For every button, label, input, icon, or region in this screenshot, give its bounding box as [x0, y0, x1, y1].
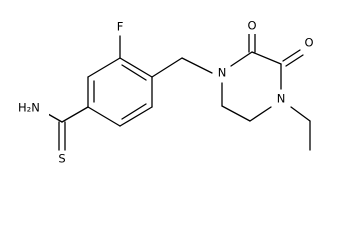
sulfur-label-mask — [56, 151, 68, 167]
nitrogen-4-label: N — [277, 92, 286, 106]
amine-label: H₂N — [18, 101, 40, 115]
bond-ch2-n1 — [181, 57, 213, 74]
nitrogen-1-label: N — [218, 66, 227, 80]
oxygen-2-label-mask — [245, 18, 259, 34]
bond-n1-c2 — [230, 51, 253, 67]
sulfur-label: S — [58, 152, 65, 166]
ring-inner-double-top — [121, 64, 147, 81]
ring-bond-c5-c6 — [119, 106, 153, 127]
fluorine-label: F — [117, 20, 124, 34]
bond-c3-o-a — [282, 49, 301, 62]
nitrogen-1-label-mask — [215, 65, 229, 81]
atom-labels: F H₂N S N N O O — [15, 18, 316, 167]
bond-c5-c6 — [221, 105, 251, 122]
oxygen-3-label-mask — [302, 35, 316, 51]
ring-bond-c3-c4 — [119, 57, 153, 78]
bond-thioamide-c-n — [47, 113, 63, 123]
ring-inner-double-bottom — [121, 103, 147, 120]
bond-skeleton — [47, 32, 311, 151]
amine-label-mask — [15, 100, 49, 116]
bond-ring-ch2 — [151, 57, 183, 78]
chemical-structure-diagram: F H₂N S N N O O — [15, 18, 316, 167]
bond-c3-o-b — [285, 54, 304, 67]
ring-bond-c6-c1 — [87, 106, 121, 127]
fluorine-label-mask — [114, 19, 126, 35]
oxygen-2-label: O — [247, 19, 256, 33]
bond-n4-c5 — [249, 106, 272, 122]
bond-ring-thioamide-c — [61, 106, 89, 123]
bond-c2-c3 — [251, 51, 282, 65]
ring-bond-c2-c3 — [87, 57, 121, 78]
oxygen-3-label: O — [304, 36, 313, 50]
bond-n4-ch2 — [290, 106, 311, 122]
nitrogen-4-label-mask — [274, 91, 288, 107]
